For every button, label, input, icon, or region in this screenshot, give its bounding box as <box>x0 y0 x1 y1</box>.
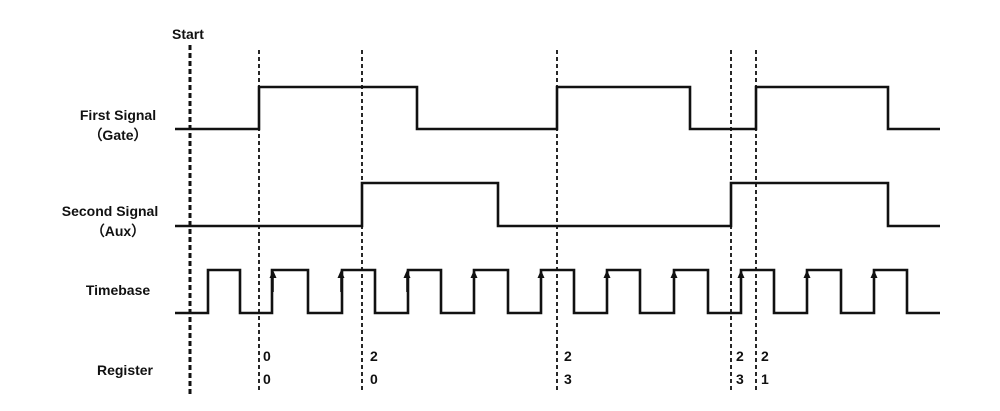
gate-waveform <box>175 85 940 131</box>
aux-signal-label: Second Signal <box>62 203 158 219</box>
gate-signal-sublabel: （Gate） <box>88 127 147 143</box>
register-value-2-bottom: 0 <box>370 371 378 387</box>
register-value-3-bottom: 3 <box>564 371 572 387</box>
arrow-head-icon <box>470 270 478 278</box>
arrow-head-icon <box>870 270 878 278</box>
register-value-1-top: 0 <box>263 348 271 364</box>
start-label: Start <box>172 26 204 42</box>
register-value-5-top: 2 <box>761 348 769 364</box>
register-value-4-bottom: 3 <box>736 371 744 387</box>
register-label: Register <box>97 362 154 378</box>
aux-waveform <box>175 181 940 228</box>
register-value-5-bottom: 1 <box>761 371 769 387</box>
timebase-label: Timebase <box>86 282 151 298</box>
register-value-4-top: 2 <box>736 348 744 364</box>
register-value-2-top: 2 <box>370 348 378 364</box>
arrow-head-icon <box>603 270 611 278</box>
arrow-head-icon <box>737 270 745 278</box>
register-value-1-bottom: 0 <box>263 371 271 387</box>
timebase-edge-arrows <box>269 270 878 292</box>
gate-signal-label: First Signal <box>80 107 156 123</box>
arrow-head-icon <box>803 270 811 278</box>
aux-signal-sublabel: （Aux） <box>91 223 145 239</box>
register-value-3-top: 2 <box>564 348 572 364</box>
arrow-head-icon <box>670 270 678 278</box>
arrow-head-icon <box>337 270 345 278</box>
arrow-head-icon <box>403 270 411 278</box>
arrow-head-icon <box>537 270 545 278</box>
arrow-head-icon <box>269 270 277 278</box>
